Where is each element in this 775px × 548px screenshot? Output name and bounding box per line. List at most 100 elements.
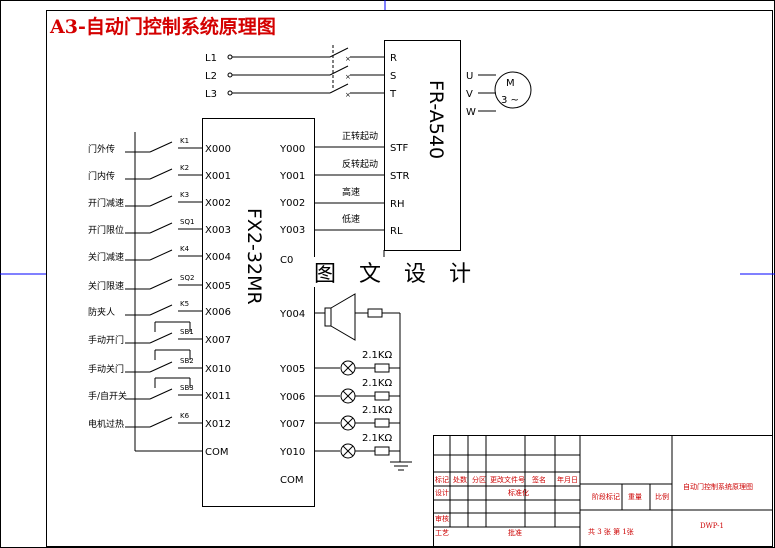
input-device-name: 手动关门: [88, 363, 124, 375]
vfd-ctrl-desc: 正转起动: [342, 130, 378, 142]
lamp-cross: [342, 417, 354, 429]
supply-terminal: [227, 72, 233, 78]
input-device-name: 开门减速: [88, 197, 124, 209]
input-device-tag: K4: [180, 245, 190, 253]
resistor: [374, 446, 390, 456]
title-block-cell: 年月日: [557, 475, 578, 484]
switch-contact-mark: ×: [345, 73, 351, 81]
plc-input-term: X010: [205, 364, 231, 375]
watermark-bg: [312, 257, 464, 287]
plc-input-term: X001: [205, 171, 231, 182]
lamp-cross: [342, 445, 354, 457]
plc-inputs: X000X001X002X003X004X005X006X007X010X011…: [205, 144, 231, 458]
drawing-number: DWP-1: [700, 522, 724, 530]
input-device-name: 手/自开关: [88, 390, 127, 402]
title-block-cell: 重量: [628, 493, 642, 501]
plc-output-term: Y007: [279, 419, 305, 430]
title-block-frame: [433, 435, 773, 547]
resistor-value: 2.1KΩ: [362, 405, 392, 416]
vfd-ctrl-term: STF: [390, 143, 408, 154]
inner-frame: [46, 10, 773, 547]
switch-blade: [329, 83, 349, 94]
plc-output-term: Y001: [279, 171, 305, 182]
input-device-tag: SQ1: [180, 218, 194, 226]
plc-outputs: Y000Y001Y002Y003C0Y004Y005Y006Y007Y010CO…: [279, 144, 305, 486]
input-device-name: 关门限速: [88, 280, 124, 292]
input-device-name: 门外传: [88, 143, 115, 155]
plc-input-term: X007: [205, 335, 231, 346]
contact-blade: [149, 416, 173, 428]
input-device-name: 关门减速: [88, 251, 124, 263]
input-device-tag: K5: [180, 300, 189, 308]
vfd-ctrl-desc: 反转起动: [342, 158, 378, 170]
resistor: [374, 363, 390, 373]
input-device-tag: K3: [180, 191, 189, 199]
title-block-cell: 批准: [508, 528, 522, 537]
switch-blade: [329, 65, 349, 76]
buzzer-icon: [330, 293, 356, 341]
resistor-value: 2.1KΩ: [362, 378, 392, 389]
title-block-cell: 阶段标记: [592, 492, 620, 501]
supply-label-l2: L2: [205, 71, 217, 82]
contact-blade: [149, 304, 173, 316]
buzzer-body: [324, 307, 332, 327]
plc-output-term: Y010: [279, 447, 305, 458]
title-block-cell: 工艺: [435, 529, 449, 537]
input-device-tag: K2: [180, 164, 189, 172]
vfd-box: [384, 40, 461, 251]
motor-label: M: [506, 78, 515, 89]
title-block-cell: 分区: [472, 475, 486, 484]
vfd-in-term: R: [390, 53, 397, 64]
vfd-in-term: S: [390, 71, 396, 82]
plc-output-term: Y005: [279, 364, 305, 375]
title-block-cell: 标准化: [508, 488, 529, 497]
title-block-cell: 更改文件号: [490, 475, 525, 484]
input-device-tag: SB2: [180, 357, 194, 365]
input-devices: 门外传K1门内传K2开门减速K3开门限位SQ1关门减速K4关门限速SQ2防夹人K…: [88, 132, 202, 452]
input-device-name: 电机过热: [88, 418, 124, 430]
title-block-cell: 设计: [435, 488, 449, 497]
resistor-value: 2.1KΩ: [362, 433, 392, 444]
title-block-cell: 审核: [435, 514, 449, 523]
title-block-cell: 比例: [655, 492, 669, 501]
lamp-cross: [342, 362, 354, 374]
vfd-out-term: U: [466, 71, 473, 82]
motor-phase: 3 ~: [501, 95, 519, 106]
supply-lines: L1×RL2×SL3×T: [205, 45, 397, 100]
plc-output-term: Y004: [279, 309, 305, 320]
vfd-ctrl-desc: 低速: [342, 213, 360, 225]
switch-contact-mark: ×: [345, 55, 351, 63]
vfd-out-term: V: [466, 89, 473, 100]
vfd-out-term: W: [466, 107, 476, 118]
input-device-name: 门内传: [88, 170, 115, 182]
resistor: [374, 418, 390, 428]
vfd-ctrl-term: STR: [390, 171, 409, 182]
input-device-tag: K1: [180, 137, 189, 145]
plc-output-term: Y002: [279, 198, 305, 209]
title-block-cell: 标记: [435, 475, 449, 484]
plc-input-term: COM: [205, 447, 228, 458]
supply-terminal: [227, 90, 233, 96]
plc-input-term: X004: [205, 252, 231, 263]
drawing-name: 自动门控制系统原理图: [683, 482, 753, 491]
vfd-ctrl-term: RL: [390, 226, 403, 237]
plc-output-term: C0: [280, 255, 293, 266]
input-device-name: 手动开门: [88, 334, 124, 346]
supply-terminal: [227, 54, 233, 60]
contact-blade: [149, 249, 173, 261]
contact-blade: [149, 168, 173, 180]
input-device-name: 开门限位: [88, 224, 124, 236]
plc-output-term: Y006: [279, 392, 305, 403]
vfd-in-term: T: [389, 89, 397, 100]
lamp-cross: [342, 390, 354, 402]
plc-output-term: Y003: [279, 225, 305, 236]
plc-output-term: COM: [280, 475, 303, 486]
diagram-title: A3-自动门控制系统原理图: [49, 15, 276, 38]
resistor: [374, 391, 390, 401]
input-device-tag: SQ2: [180, 274, 194, 282]
zone-ticks: [0, 0, 775, 275]
contact-blade: [149, 278, 173, 290]
